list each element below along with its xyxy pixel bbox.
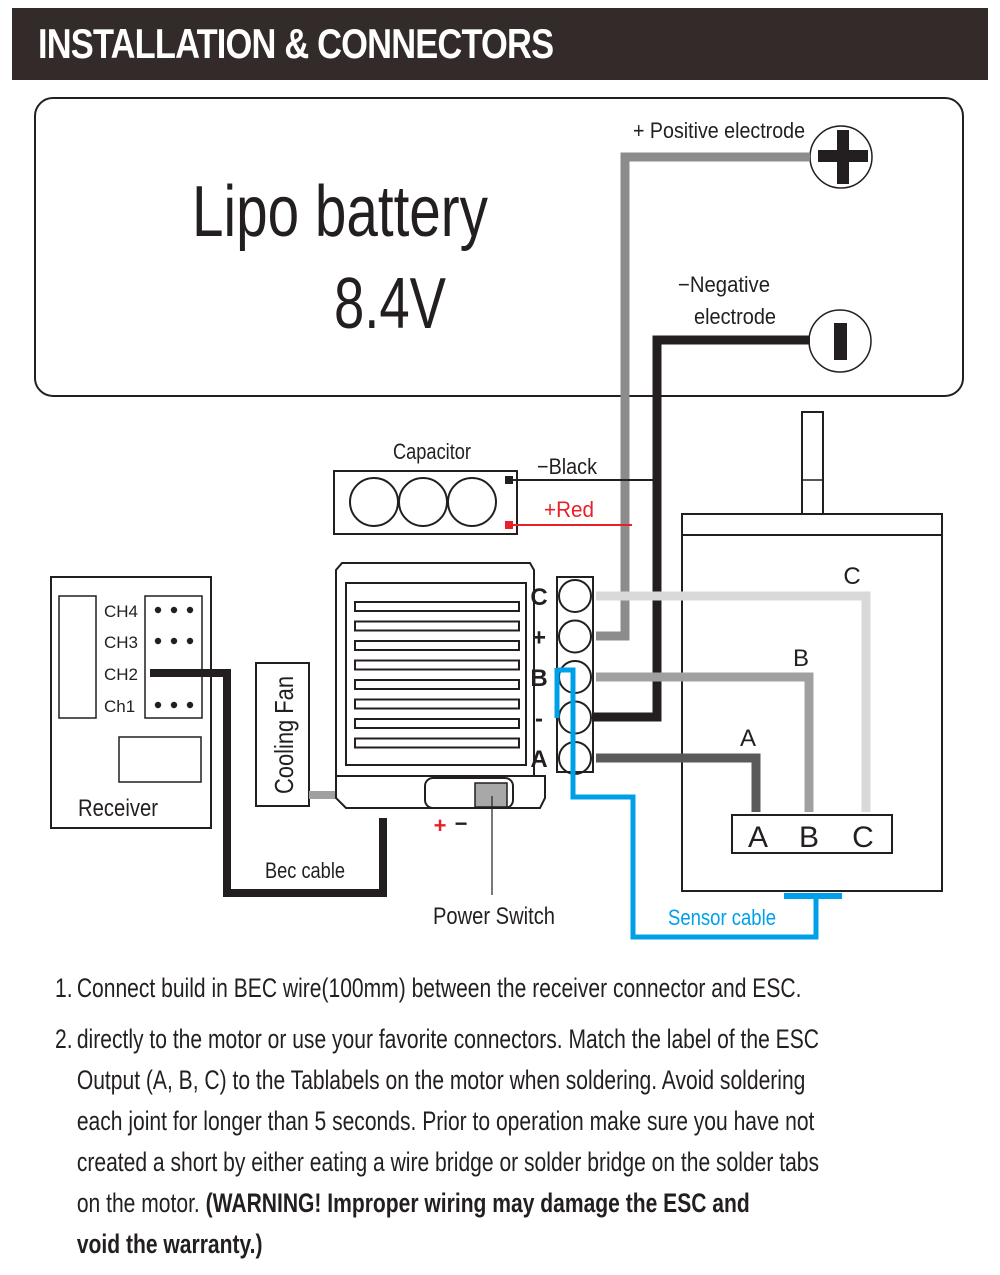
esc-terminal-label: +: [532, 625, 546, 652]
negative-electrode-label-1: −Negative: [678, 272, 770, 297]
receiver-label: Receiver: [78, 795, 158, 822]
channel-pin[interactable]: [154, 606, 162, 614]
battery-box: [34, 97, 964, 397]
section-header: INSTALLATION & CONNECTORS: [12, 8, 988, 80]
negative-wire: [590, 335, 810, 722]
instruction-text: created a short by either eating a wire …: [76, 1147, 820, 1177]
motor-shaft: [801, 411, 824, 515]
plus-terminal-icon: [809, 125, 873, 189]
heatsink-fins: [354, 601, 520, 749]
channel-label: Ch1: [104, 697, 135, 716]
battery-title: Lipo battery: [192, 172, 488, 252]
heatsink-fin: [354, 620, 520, 632]
tab-label-c: C: [852, 821, 874, 854]
instruction-text: each joint for longer than 5 seconds. Pr…: [76, 1106, 815, 1136]
tab-label-a: A: [748, 821, 768, 854]
wire-label-a: A: [740, 725, 756, 752]
channel-pin[interactable]: [170, 606, 178, 614]
channel-label: CH2: [104, 665, 138, 684]
bec-cable: [150, 669, 387, 897]
sensor-cable-label: Sensor cable: [668, 905, 776, 930]
heatsink-fin: [354, 601, 520, 612]
channel-pin[interactable]: [154, 701, 162, 709]
esc-terminal[interactable]: [558, 579, 592, 613]
phase-wire-c: [596, 591, 871, 812]
capacitor-black-label: −Black: [537, 454, 598, 479]
instruction-text: on the motor. (WARNING! Improper wiring …: [77, 1183, 1000, 1224]
wire-label-c: C: [843, 563, 860, 590]
wire-label-b: B: [793, 645, 809, 672]
channel-pin[interactable]: [186, 701, 194, 709]
channel-label: CH3: [104, 633, 138, 652]
heatsink-fin: [354, 698, 520, 710]
switch-plus-label: +: [434, 813, 447, 838]
esc-terminal[interactable]: [558, 619, 592, 654]
bec-cable-label: Bec cable: [265, 858, 345, 883]
positive-wire: [596, 152, 810, 641]
heatsink-fin: [354, 640, 520, 651]
cooling-fan-box: [255, 662, 310, 807]
cooling-fan-label: Cooling Fan: [269, 676, 299, 794]
instruction-number: 2.: [55, 1024, 73, 1054]
instruction-text: Connect build in BEC wire(100mm) between…: [76, 973, 802, 1003]
phase-wire-b: [596, 672, 814, 812]
power-switch-label: Power Switch: [433, 903, 555, 930]
motor-tab-block: [731, 814, 893, 854]
heatsink-fin: [354, 679, 520, 690]
heatsink-fin: [354, 718, 520, 729]
esc-heatsink: [345, 582, 527, 766]
receiver-port-block: [144, 595, 203, 719]
esc-terminal-label: -: [535, 706, 543, 733]
receiver-panel: [58, 595, 97, 719]
channel-pin[interactable]: [186, 637, 194, 645]
instruction-text-prefix: on the motor.: [76, 1188, 206, 1218]
channel-pin[interactable]: [170, 701, 178, 709]
heatsink-fin: [354, 737, 520, 749]
warning-text: void the warranty.): [76, 1229, 263, 1259]
channel-pin[interactable]: [170, 637, 178, 645]
channel-pin[interactable]: [186, 606, 194, 614]
instruction-item: 2. directly to the motor or use your fav…: [55, 1019, 1000, 1265]
capacitor-negative-pad: [505, 476, 513, 484]
channel-label: CH4: [104, 602, 138, 621]
wiring-diagram: Lipo battery 8.4V + Positive electrode −…: [34, 97, 964, 940]
instruction-text: Output (A, B, C) to the Tablabels on the…: [76, 1065, 806, 1095]
receiver-panel: [118, 736, 202, 783]
esc-terminal-label: A: [530, 746, 547, 773]
tab-label-b: B: [799, 821, 819, 854]
switch-minus-label: −: [455, 811, 468, 836]
esc-terminal-label: B: [530, 665, 547, 692]
positive-electrode-label: + Positive electrode: [633, 118, 805, 143]
warning-text: (WARNING! Improper wiring may damage the…: [205, 1188, 750, 1218]
receiver-box: [50, 576, 212, 829]
capacitor-positive-pad: [505, 521, 513, 529]
section-title: INSTALLATION & CONNECTORS: [38, 20, 554, 67]
instruction-item: 1. Connect build in BEC wire(100mm) betw…: [55, 968, 1000, 1009]
battery-voltage: 8.4V: [334, 264, 446, 344]
capacitor-red-label: +Red: [544, 497, 594, 522]
esc-terminal-label: C: [530, 584, 547, 611]
minus-terminal-icon: [808, 309, 872, 373]
instruction-number: 1.: [55, 973, 73, 1003]
heatsink-fin: [354, 659, 520, 671]
capacitor-label: Capacitor: [393, 439, 471, 464]
channel-pin[interactable]: [154, 637, 162, 645]
instruction-text: directly to the motor or use your favori…: [76, 1024, 819, 1054]
phase-wire-a: [596, 753, 761, 812]
sensor-cable: [557, 667, 819, 940]
capacitor-cell: [447, 477, 497, 527]
instructions-list: 1. Connect build in BEC wire(100mm) betw…: [55, 968, 985, 1265]
negative-electrode-label-2: electrode: [694, 304, 776, 329]
power-switch[interactable]: [474, 782, 508, 808]
